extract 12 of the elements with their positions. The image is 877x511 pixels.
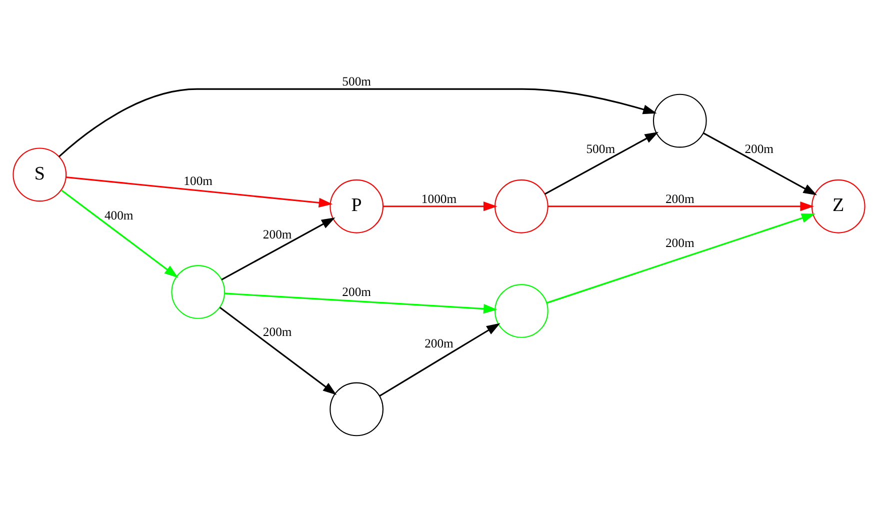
edge-label: 1000m xyxy=(420,192,456,206)
edge-label: 200m xyxy=(744,142,774,156)
edge-label: 400m xyxy=(104,208,133,223)
edge-label: 100m xyxy=(183,174,212,188)
edge-label: 200m xyxy=(262,228,292,242)
edge-label: 500m xyxy=(586,142,615,156)
edge-label: 200m xyxy=(262,324,292,339)
edge-label: 200m xyxy=(664,236,694,250)
edge-label: 200m xyxy=(424,336,453,351)
edge-label: 200m xyxy=(342,284,371,299)
edge-label: 500m xyxy=(342,74,371,89)
edge-label: 200m xyxy=(664,192,694,206)
